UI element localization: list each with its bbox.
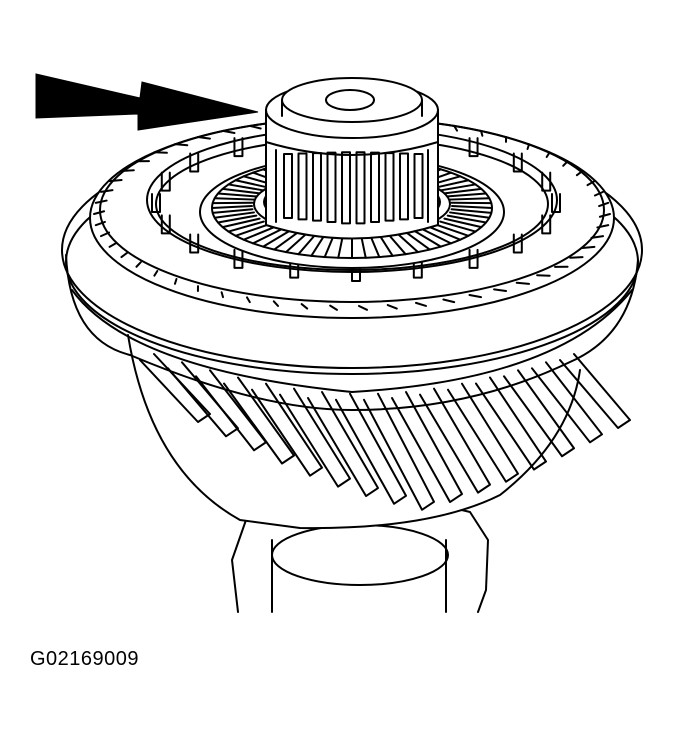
callout-arrow xyxy=(35,73,259,131)
pilot-bearing xyxy=(265,77,439,240)
helical-gear xyxy=(127,334,631,530)
lower-gear xyxy=(231,499,489,613)
figure-id-label: G02169009 xyxy=(30,648,140,670)
